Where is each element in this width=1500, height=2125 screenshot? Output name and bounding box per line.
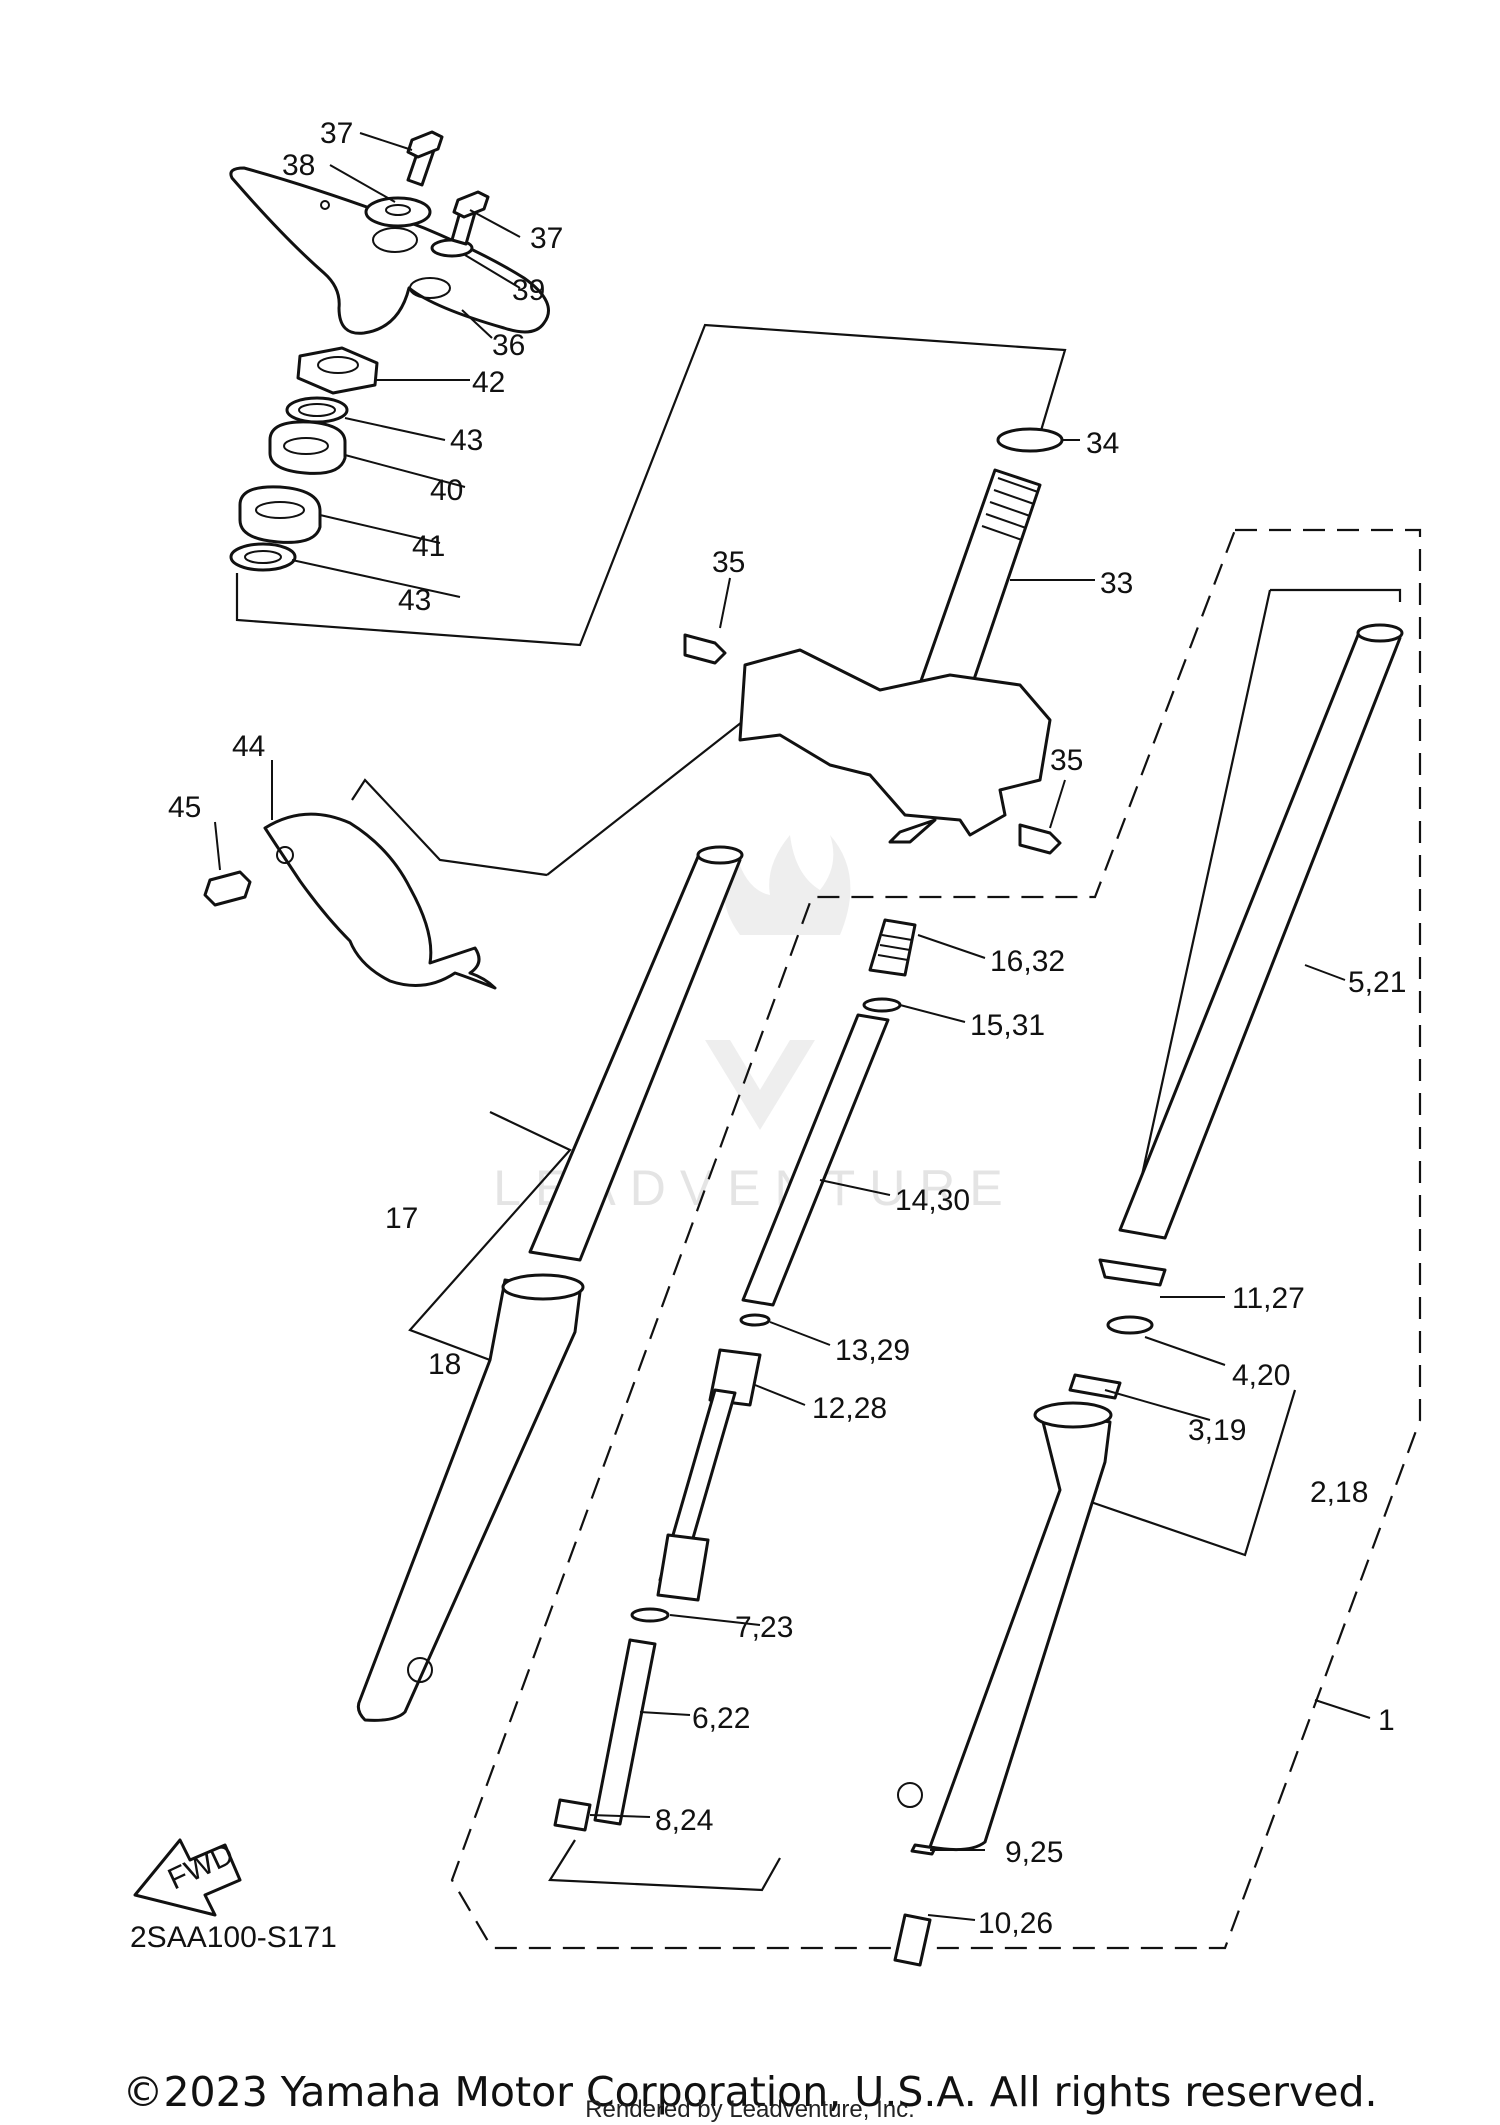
callout-37b: 37 — [530, 222, 563, 255]
callout-2-18: 2,18 — [1310, 1476, 1368, 1509]
callout-13-29: 13,29 — [835, 1334, 910, 1367]
rendered-by-notice: Rendered by Leadventure, Inc. — [585, 2096, 915, 2123]
callout-41: 41 — [412, 530, 445, 563]
callout-40: 40 — [430, 474, 463, 507]
callout-36: 36 — [492, 329, 525, 362]
callout-15-31: 15,31 — [970, 1009, 1045, 1042]
diagram-code: 2SAA100-S171 — [130, 1921, 337, 1954]
callout-38: 38 — [282, 149, 315, 182]
callout-5-21: 5,21 — [1348, 966, 1406, 999]
callout-43a: 43 — [450, 424, 483, 457]
callout-33: 33 — [1100, 567, 1133, 600]
callout-34: 34 — [1086, 427, 1119, 460]
copyright-notice: ©2023 Yamaha Motor Corporation, U.S.A. A… — [122, 2068, 1378, 2116]
callout-8-24: 8,24 — [655, 1804, 713, 1837]
callout-3-19: 3,19 — [1188, 1414, 1246, 1447]
callout-39: 39 — [512, 274, 545, 307]
callout-35b: 35 — [1050, 744, 1083, 777]
callout-14-30: 14,30 — [895, 1184, 970, 1217]
callout-45: 45 — [168, 791, 201, 824]
under-bracket-stem — [683, 427, 1064, 855]
callout-10-26: 10,26 — [978, 1907, 1053, 1940]
left-fork-leg — [356, 845, 744, 1722]
callout-43b: 43 — [398, 584, 431, 617]
right-fork-leg — [893, 623, 1404, 1967]
steering-head-parts — [229, 346, 379, 572]
inner-parts — [553, 918, 917, 1832]
callout-12-28: 12,28 — [812, 1392, 887, 1425]
leader-lines — [214, 132, 1371, 1921]
assembly-boundaries — [235, 323, 1422, 1950]
fork-cover — [203, 812, 497, 990]
callout-17: 17 — [385, 1202, 418, 1235]
callout-42: 42 — [472, 366, 505, 399]
handle-holder-assembly — [229, 130, 550, 335]
callout-labels: 37 38 37 39 36 42 43 40 41 43 34 33 35 3… — [130, 117, 1406, 1954]
callout-18: 18 — [428, 1348, 461, 1381]
callout-44: 44 — [232, 730, 265, 763]
callout-9-25: 9,25 — [1005, 1836, 1063, 1869]
fwd-arrow: FWD — [133, 1838, 242, 1917]
callout-37a: 37 — [320, 117, 353, 150]
callout-6-22: 6,22 — [692, 1702, 750, 1735]
callout-1: 1 — [1378, 1704, 1395, 1737]
callout-11-27: 11,27 — [1232, 1282, 1305, 1315]
callout-16-32: 16,32 — [990, 945, 1065, 978]
callout-4-20: 4,20 — [1232, 1359, 1290, 1392]
callout-7-23: 7,23 — [735, 1611, 793, 1644]
callout-35a: 35 — [712, 546, 745, 579]
